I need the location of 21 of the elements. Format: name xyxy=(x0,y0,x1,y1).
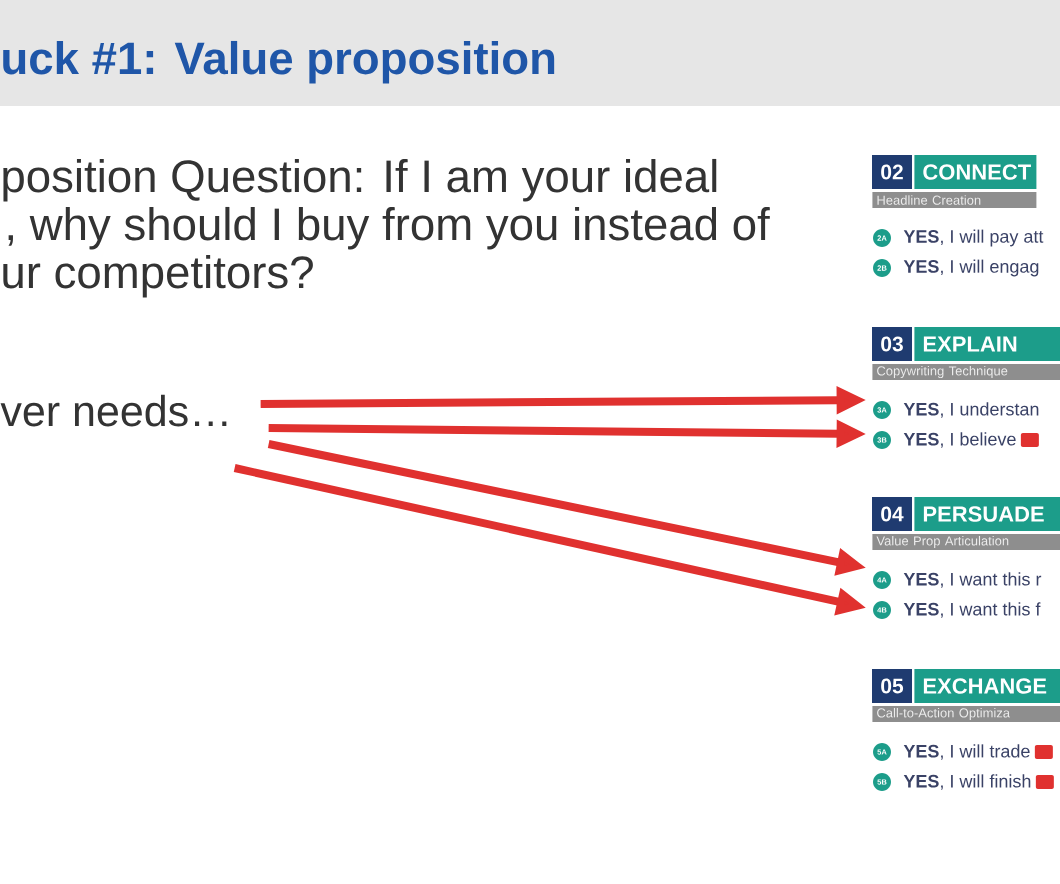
step-title-box: CONNECT xyxy=(914,155,1037,189)
item-text: YES, I want this f xyxy=(903,602,1041,618)
item-text: YES, I want this r xyxy=(903,572,1042,588)
item-text: YES, I will engag xyxy=(903,259,1039,277)
item-text: YES, I will pay att xyxy=(903,229,1044,247)
step-number-box: 04 xyxy=(872,497,912,531)
step-title-box: EXPLAIN xyxy=(914,327,1060,361)
item-text: YES, I will trade xyxy=(903,744,1030,760)
item-text: YES, I will finish xyxy=(903,774,1031,790)
item-text: YES, I believe xyxy=(903,432,1016,448)
slide-title: uck #1: Value proposition xyxy=(3,40,555,84)
step-number-box: 03 xyxy=(872,327,912,361)
question-text: , why should I buy from you instead of xyxy=(8,206,770,250)
step-title-box: PERSUADE xyxy=(914,497,1060,531)
item-text: YES, I understan xyxy=(903,402,1039,418)
step-number-box: 05 xyxy=(872,669,912,703)
source-text: ver needs… xyxy=(0,394,227,427)
question-text: position Question: If I am your ideal xyxy=(3,158,717,202)
step-number-box: 02 xyxy=(872,155,912,189)
step-title-box: EXCHANGE xyxy=(914,669,1060,703)
question-text: ur competitors? xyxy=(3,254,313,298)
